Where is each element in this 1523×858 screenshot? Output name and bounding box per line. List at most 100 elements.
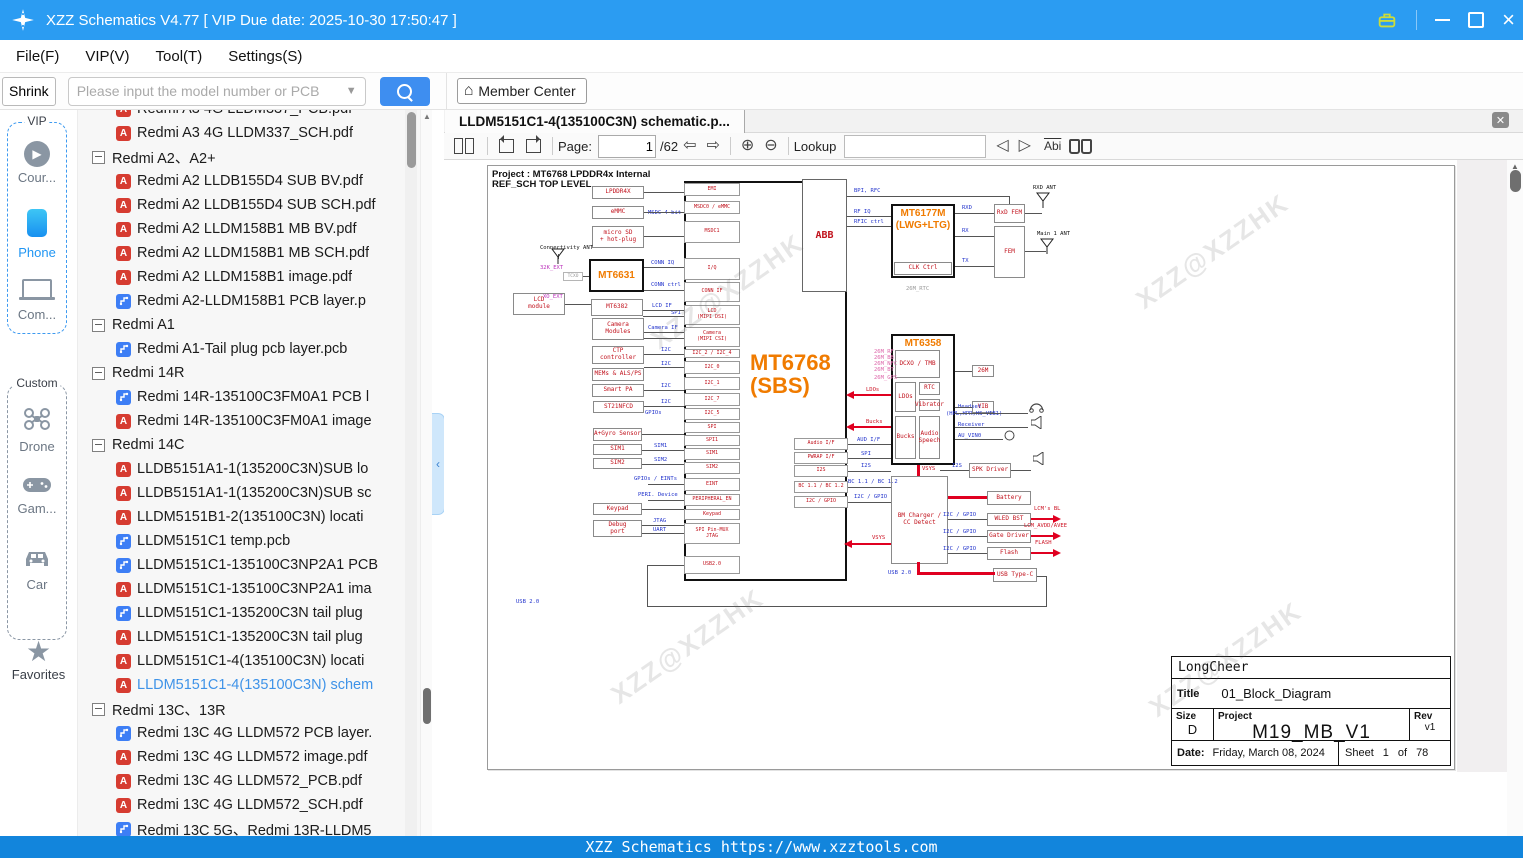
tree-file[interactable]: Redmi A1-Tail plug pcb layer.pcb bbox=[78, 337, 408, 361]
tree-file[interactable]: ARedmi A3 4G LLDM337_SCH.pdf bbox=[78, 121, 408, 145]
tree-item-label: Redmi 13C、13R bbox=[112, 699, 226, 720]
panel-scrollbar[interactable]: ▲ bbox=[420, 110, 432, 836]
tree-file[interactable]: ARedmi 13C 4G LLDM572_PCB.pdf bbox=[78, 769, 408, 793]
search-all-icon[interactable] bbox=[1069, 139, 1092, 154]
sidebar-item-car[interactable]: Car bbox=[8, 547, 66, 592]
page-number-input[interactable] bbox=[598, 135, 656, 158]
close-tab-icon[interactable]: ✕ bbox=[1492, 112, 1509, 128]
active-document-tab[interactable]: LLDM5151C1-4(135100C3N) schematic.p... bbox=[445, 110, 745, 133]
prev-page-icon[interactable]: ⇦ bbox=[683, 138, 696, 154]
tree-file[interactable]: ARedmi A2 LLDB155D4 SUB SCH.pdf bbox=[78, 193, 408, 217]
tree-file[interactable]: ARedmi 13C 4G LLDM572 image.pdf bbox=[78, 745, 408, 769]
tree-group[interactable]: Redmi 14C bbox=[78, 433, 408, 457]
collapse-icon[interactable] bbox=[92, 367, 105, 380]
watermark: XZZ@XZZHK bbox=[1130, 187, 1295, 315]
viewer-scrollbar[interactable]: ▲ bbox=[1507, 160, 1523, 836]
minimize-icon[interactable] bbox=[1435, 19, 1450, 21]
member-center-button[interactable]: ⌂ Member Center bbox=[457, 78, 587, 104]
tree-file[interactable]: LLDM5151C1-135200C3N tail plug bbox=[78, 601, 408, 625]
tree-item-label: Redmi 14R-135100C3FM0A1 image bbox=[137, 413, 372, 429]
zoom-in-icon[interactable]: ⊕ bbox=[741, 138, 754, 154]
collapse-icon[interactable] bbox=[92, 703, 105, 716]
panel-scrollbar-thumb[interactable] bbox=[423, 688, 431, 724]
search-button[interactable] bbox=[380, 77, 430, 106]
tree-file[interactable]: ARedmi 13C 4G LLDM572_SCH.pdf bbox=[78, 793, 408, 817]
tree-file[interactable]: ARedmi A2 LLDM158B1 MB SCH.pdf bbox=[78, 241, 408, 265]
mt6768-chip-label: MT6768 (SBS) bbox=[750, 351, 831, 397]
tree-group[interactable]: Redmi 13C、13R bbox=[78, 697, 408, 721]
tree-file[interactable]: Redmi A2-LLDM158B1 PCB layer.p bbox=[78, 289, 408, 313]
tree-file[interactable]: ALLDM5151C1-135200C3N tail plug bbox=[78, 625, 408, 649]
tree-file[interactable]: ALLDB5151A1-1(135200C3N)SUB sc bbox=[78, 481, 408, 505]
shrink-button[interactable]: Shrink bbox=[2, 77, 56, 106]
tree-file[interactable]: ALLDM5151C1-135100C3NP2A1 ima bbox=[78, 577, 408, 601]
tree-group[interactable]: Redmi A1 bbox=[78, 313, 408, 337]
tree-file[interactable]: LLDM5151C1 temp.pcb bbox=[78, 529, 408, 553]
pcb-file-icon bbox=[116, 606, 131, 621]
sidebar-item-drone[interactable]: Drone bbox=[8, 407, 66, 454]
sidebar-item-course[interactable]: ▶ Cour... bbox=[8, 141, 66, 185]
schematic-block: Camera Modules bbox=[592, 318, 644, 340]
sidebar-item-game[interactable]: Gam... bbox=[8, 477, 66, 516]
tree-file[interactable]: ALLDB5151A1-1(135200C3N)SUB lo bbox=[78, 457, 408, 481]
maximize-icon[interactable] bbox=[1468, 12, 1484, 28]
tree-file[interactable]: ARedmi A3 4G LLDM337_PCB.pdf bbox=[78, 110, 408, 121]
tree-group[interactable]: Redmi 14R bbox=[78, 361, 408, 385]
tree-file[interactable]: Redmi 13C 5G、Redmi 13R-LLDM5 bbox=[78, 817, 408, 836]
menu-vip[interactable]: VIP(V) bbox=[85, 48, 129, 65]
tree-file[interactable]: ALLDM5151C1-4(135100C3N) schem bbox=[78, 673, 408, 697]
match-case-icon[interactable]: Abi bbox=[1044, 139, 1061, 153]
menu-file[interactable]: File(F) bbox=[16, 48, 59, 65]
find-prev-icon[interactable]: ◁ bbox=[996, 138, 1008, 154]
member-center-label: Member Center bbox=[478, 83, 575, 99]
two-page-view-icon[interactable] bbox=[454, 138, 474, 154]
tree-group[interactable]: Redmi A2、A2+ bbox=[78, 145, 408, 169]
wire bbox=[1025, 213, 1042, 214]
next-page-icon[interactable]: ⇨ bbox=[706, 138, 719, 154]
rotate-right-icon[interactable] bbox=[526, 139, 541, 153]
tree-item-label: Redmi 14C bbox=[112, 437, 185, 453]
sidebar-item-favorites[interactable]: ★ Favorites bbox=[0, 638, 77, 682]
zoom-out-icon[interactable]: ⊖ bbox=[764, 138, 777, 154]
rotate-left-icon[interactable] bbox=[499, 139, 514, 153]
tree-file[interactable]: ARedmi A2 LLDB155D4 SUB BV.pdf bbox=[78, 169, 408, 193]
tree-file[interactable]: ARedmi A2 LLDM158B1 MB BV.pdf bbox=[78, 217, 408, 241]
find-next-icon[interactable]: ▷ bbox=[1019, 138, 1031, 154]
tree-scrollbar-thumb[interactable] bbox=[407, 112, 416, 168]
tree-file[interactable]: LLDM5151C1-135100C3NP2A1 PCB bbox=[78, 553, 408, 577]
schematic-page[interactable]: Project : MT6768 LPDDR4x Internal REF_SC… bbox=[487, 165, 1455, 770]
pdf-file-icon: A bbox=[116, 750, 131, 765]
collapse-icon[interactable] bbox=[92, 151, 105, 164]
tree-file[interactable]: ARedmi A2 LLDM158B1 image.pdf bbox=[78, 265, 408, 289]
wire bbox=[955, 266, 994, 267]
search-icon bbox=[397, 84, 412, 99]
pdf-viewer[interactable]: Project : MT6768 LPDDR4x Internal REF_SC… bbox=[444, 160, 1523, 836]
wire bbox=[955, 407, 972, 408]
tree-file[interactable]: ARedmi 14R-135100C3FM0A1 image bbox=[78, 409, 408, 433]
menu-settings[interactable]: Settings(S) bbox=[228, 48, 302, 65]
tree-file[interactable]: ALLDM5151C1-4(135100C3N) locati bbox=[78, 649, 408, 673]
lookup-input[interactable] bbox=[844, 135, 986, 158]
search-input[interactable] bbox=[69, 83, 346, 99]
collapse-icon[interactable] bbox=[92, 319, 105, 332]
scroll-up-icon[interactable]: ▲ bbox=[423, 112, 431, 121]
tree-scrollbar[interactable] bbox=[405, 110, 417, 836]
sidebar-item-phone[interactable]: Phone bbox=[8, 209, 66, 260]
briefcase-icon[interactable] bbox=[1376, 9, 1398, 31]
viewer-scrollbar-thumb[interactable] bbox=[1510, 170, 1521, 192]
close-icon[interactable]: × bbox=[1502, 10, 1515, 30]
collapse-icon[interactable] bbox=[92, 439, 105, 452]
schematic-block: CTP controller bbox=[592, 346, 644, 364]
page-total: /62 bbox=[660, 139, 678, 154]
size-label: Size bbox=[1176, 711, 1209, 722]
schematic-block: SIM1 bbox=[593, 444, 642, 455]
sidebar-item-computer[interactable]: Com... bbox=[8, 279, 66, 322]
wire bbox=[644, 236, 684, 237]
tree-file[interactable]: Redmi 13C 4G LLDM572 PCB layer. bbox=[78, 721, 408, 745]
pdf-file-icon: A bbox=[116, 270, 131, 285]
chevron-down-icon[interactable]: ▼ bbox=[346, 85, 357, 97]
tree-file[interactable]: Redmi 14R-135100C3FM0A1 PCB l bbox=[78, 385, 408, 409]
wire bbox=[948, 519, 987, 520]
tree-file[interactable]: ALLDM5151B1-2(135100C3N) locati bbox=[78, 505, 408, 529]
menu-tool[interactable]: Tool(T) bbox=[156, 48, 203, 65]
